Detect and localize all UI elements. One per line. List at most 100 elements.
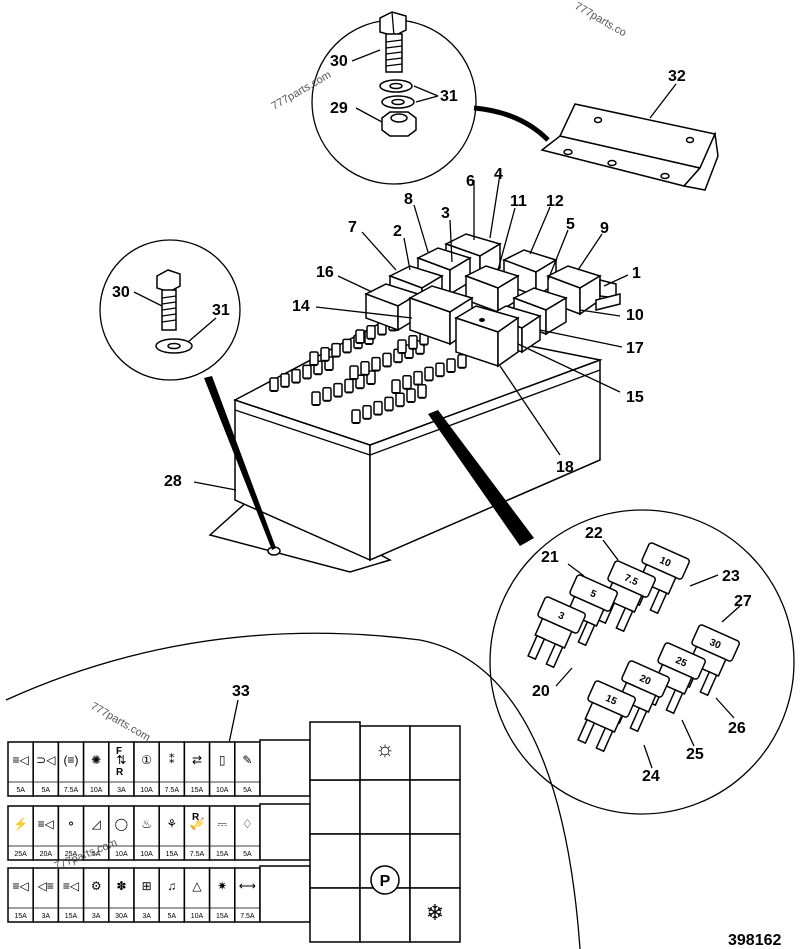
drawing-reference-number: 398162 [728, 932, 781, 949]
nut-icon [381, 111, 417, 137]
fuse-label-cell: ✽30A [108, 867, 135, 923]
callout-9: 9 [600, 220, 609, 237]
fuse-function-icon: ⇄ [192, 753, 202, 767]
blade-fuse: 15 [577, 680, 636, 753]
callout-22: 22 [585, 525, 603, 542]
fuse-value-label: 30 [708, 637, 723, 652]
fuse-function-icon: ◁≡ [38, 879, 54, 893]
fuse-rating-label: 15A [166, 851, 179, 858]
blade-fuse: 7.5 [597, 560, 656, 633]
fuse-label-cell: ⚬25A [57, 805, 85, 861]
fuse-function-icon: ≡◁ [12, 879, 29, 893]
fuse-rating-label: 3A [117, 787, 126, 794]
callout-29: 29 [330, 100, 348, 117]
fuse-rating-label: 25A [65, 851, 78, 858]
fuse-slot [309, 351, 319, 366]
callout-23: 23 [722, 568, 740, 585]
callout-31-top: 31 [440, 88, 458, 105]
fuse-value-label: 10 [658, 555, 673, 570]
fuse-label-row: ⚡25A≡◁20A⚬25A◿5A◯10A♨10A⚘15A🎺7.5A⎓15A♢5A [7, 803, 311, 861]
fuse-function-icon: ◯ [115, 817, 128, 831]
fuse-label-cell: 🎺7.5A [183, 805, 211, 861]
fuse-rating-label: 5A [42, 787, 51, 794]
fuse-label-cell: ⇄15A [183, 741, 211, 797]
fuse-function-icon: ⁑ [169, 753, 175, 767]
callout-30-left: 30 [112, 284, 130, 301]
fuse-function-icon: ✽ [116, 879, 126, 893]
fuse-slot [360, 361, 370, 376]
fuse-function-icon: ⇅ [116, 753, 126, 767]
fuse-function-icon: ≡◁ [63, 879, 80, 893]
callout-24: 24 [642, 768, 660, 785]
fuse-label-cell: ✎5A [234, 741, 261, 797]
fuse-slot [435, 362, 445, 378]
watermark: 777parts.com [270, 69, 334, 113]
fuse-slot [382, 352, 392, 368]
fuse-slot [446, 358, 456, 373]
fuse-function-icon: ≡◁ [12, 753, 29, 767]
bolt-icon [379, 11, 407, 73]
fuse-slot [344, 378, 354, 394]
callout-2: 2 [393, 223, 402, 240]
blade-fuse: 20 [611, 660, 670, 733]
fuse-rating-label: 7.5A [165, 787, 180, 794]
fuse-slot [402, 375, 412, 390]
fuse-slot [397, 339, 407, 354]
parking-brake-icon: P [380, 873, 391, 890]
fuse-label-cell: △10A [183, 867, 211, 923]
fuse-rating-label: 15A [216, 913, 229, 920]
fuse-slot [371, 356, 381, 372]
fuse-slot [349, 365, 359, 380]
fuse-value-label: 3 [556, 610, 566, 622]
fuse-label-cell: ⊞3A [133, 867, 160, 923]
fuse-rating-label: 15A [216, 851, 229, 858]
relay-11 [464, 265, 520, 314]
fuse-label-cell: ≡◁15A [7, 867, 34, 923]
fuse-value-label: 25 [674, 655, 689, 670]
callout-5: 5 [566, 216, 575, 233]
fuse-rating-label: 5A [243, 787, 252, 794]
blade-fuse: 25 [647, 642, 706, 715]
fuse-slot [384, 396, 394, 412]
fuse-function-icon: ▯ [219, 753, 226, 767]
fuse-slot [351, 409, 361, 424]
fuse-function-icon: 🎺 [190, 817, 205, 831]
callout-3: 3 [441, 205, 450, 222]
detail-circle-left: 30 31 [99, 239, 276, 550]
fuse-rating-label: 3A [42, 913, 51, 920]
fuse-slot [413, 370, 423, 386]
fuse-rating-label: 10A [90, 787, 103, 794]
bracket-32: 32 [540, 68, 719, 191]
relay-symbol-panel: P❄☼ [309, 721, 461, 943]
fuse-rating-label: 3A [142, 913, 151, 920]
callout-8: 8 [404, 191, 413, 208]
fuse-label-cell: ≡◁5A [7, 741, 34, 797]
callout-1: 1 [632, 265, 641, 282]
fuse-label-detail: 33 ≡◁5A⊃◁5A(≡)7.5A✺10A⇅3A①10A⁑7.5A⇄15A▯1… [5, 632, 581, 949]
callout-14: 14 [292, 298, 310, 315]
fuse-function-icon: △ [192, 879, 202, 893]
callout-31-left: 31 [212, 302, 230, 319]
fuse-label-cell: ≡◁ 15A [57, 867, 85, 923]
snowflake-icon: ❄ [426, 900, 444, 925]
callout-10: 10 [626, 307, 644, 324]
fuse-function-icon: ◿ [92, 817, 102, 831]
fuse-slot [342, 338, 352, 354]
reverse-letter: R [116, 767, 124, 778]
fuse-rating-label: 5A [92, 851, 101, 858]
fuse-slot [355, 329, 365, 344]
fuse-slot [333, 382, 343, 398]
callout-28: 28 [164, 473, 182, 490]
fuse-slot [417, 384, 427, 399]
fuse-slot [395, 392, 405, 408]
fuse-label-cell: ✷ 15A [208, 867, 236, 923]
reverse-letter: R [192, 812, 200, 823]
fuse-label-cell: ⚡25A [7, 805, 34, 861]
detail-circle-top: 30 31 29 [311, 11, 550, 185]
fuse-rating-label: 15A [65, 913, 78, 920]
fuse-label-cell: ⚙3A [82, 867, 110, 923]
fuse-slot [391, 379, 401, 394]
fuse-function-icon: ✷ [217, 879, 227, 893]
